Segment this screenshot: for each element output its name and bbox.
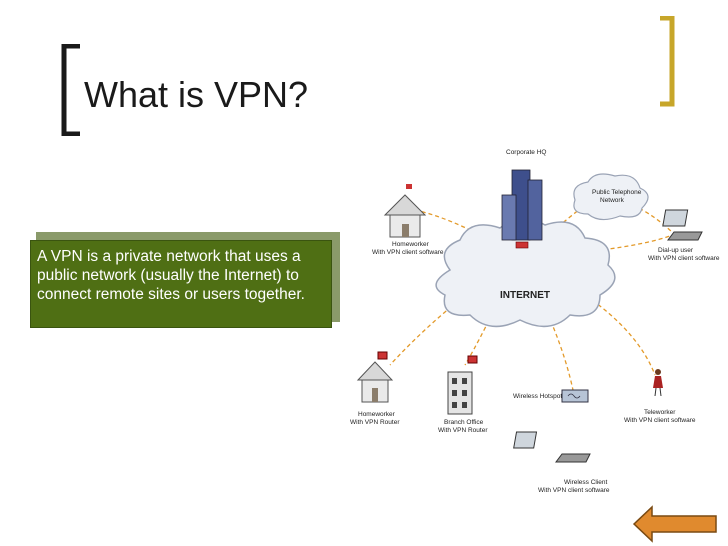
wireless-laptop-icon: Wireless Client With VPN client software: [513, 431, 610, 494]
wireless-hotspot-icon: Wireless Hotspot: [513, 389, 589, 403]
svg-text:Homeworker: Homeworker: [358, 411, 396, 418]
branch-office-icon: Branch Office With VPN Router: [438, 355, 488, 434]
corporate-hq-icon: Corporate HQ: [501, 149, 546, 249]
vpn-network-diagram: INTERNET Public Telephone Network Corpor…: [350, 149, 720, 494]
laptop-icon: Dial-up user With VPN client software: [648, 209, 720, 262]
house-icon: Homeworker With VPN client software: [372, 184, 444, 256]
svg-text:Wireless Hotspot: Wireless Hotspot: [513, 393, 562, 400]
svg-text:Public Telephone: Public Telephone: [592, 189, 642, 196]
svg-text:With VPN client software: With VPN client software: [538, 487, 610, 494]
svg-text:With VPN Router: With VPN Router: [438, 427, 488, 434]
svg-text:Teleworker: Teleworker: [644, 409, 676, 416]
teleworker-icon: Teleworker With VPN client software: [624, 369, 696, 424]
right-bracket: [660, 16, 675, 107]
svg-text:With VPN client software: With VPN client software: [372, 249, 444, 256]
left-bracket: [61, 44, 80, 136]
svg-text:With VPN client software: With VPN client software: [648, 255, 720, 262]
svg-text:Branch Office: Branch Office: [444, 419, 484, 426]
internet-cloud: INTERNET: [435, 217, 616, 328]
pstn-cloud: Public Telephone Network: [573, 173, 649, 221]
page-title: What is VPN?: [84, 74, 309, 115]
left-arrow-icon[interactable]: [632, 505, 720, 543]
house-router-icon: Homeworker With VPN Router: [350, 351, 400, 426]
svg-text:Dial-up user: Dial-up user: [658, 247, 694, 254]
svg-text:Corporate HQ: Corporate HQ: [506, 149, 546, 156]
svg-text:Network: Network: [600, 197, 625, 204]
svg-text:Wireless Client: Wireless Client: [564, 479, 608, 486]
svg-text:With VPN Router: With VPN Router: [350, 419, 400, 426]
definition-box: A VPN is a private network that uses a p…: [30, 240, 332, 328]
svg-text:With VPN client software: With VPN client software: [624, 417, 696, 424]
svg-text:Homeworker: Homeworker: [392, 241, 430, 248]
internet-label: INTERNET: [500, 290, 550, 301]
